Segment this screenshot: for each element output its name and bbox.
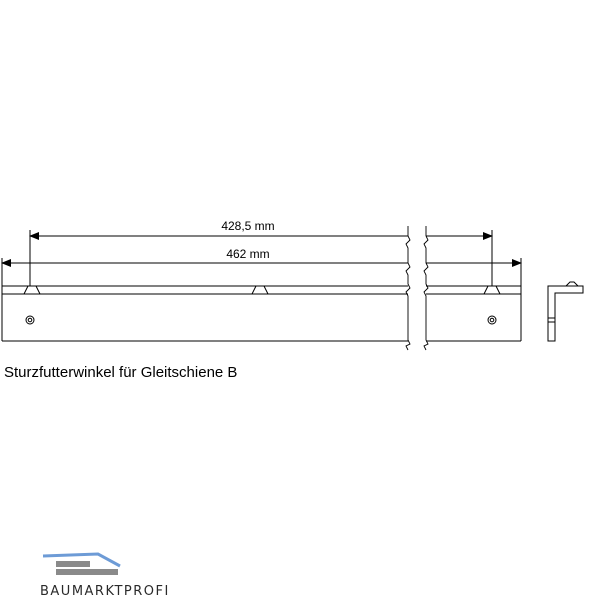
rail-left-part — [1, 285, 408, 342]
logo-bar-1 — [56, 561, 90, 567]
logo-bar-2 — [56, 569, 118, 575]
dimension-inner-label: 428,5 mm — [221, 219, 274, 233]
dimension-inner-length — [29, 230, 493, 286]
screw-hole-left — [25, 315, 35, 325]
break-lines — [405, 226, 429, 351]
baumarktprofi-logo — [42, 552, 121, 575]
dimension-total-length — [1, 258, 522, 286]
dimension-total-label: 462 mm — [226, 247, 269, 261]
angle-profile-side-view — [547, 281, 584, 342]
logo-roof-icon — [42, 552, 121, 568]
screw-hole-right — [487, 315, 497, 325]
caption-text: Sturzfutterwinkel für Gleitschiene B — [4, 364, 238, 381]
logo-wordmark: BAUMARKTPROFI — [40, 584, 170, 599]
rail-right-part — [426, 285, 522, 342]
